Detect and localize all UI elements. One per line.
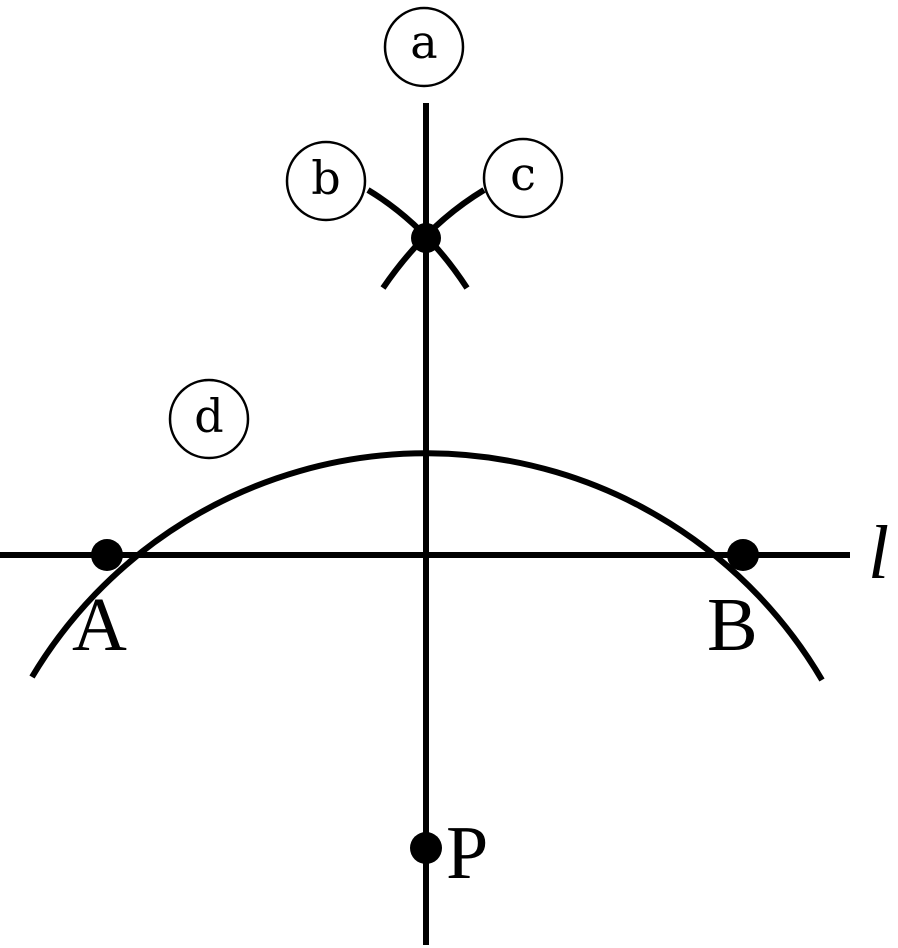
line-l-label: l: [868, 511, 889, 595]
arc-d: [29, 450, 825, 682]
point-p-label: P: [446, 811, 488, 895]
intersection-point: [411, 223, 441, 253]
point-b-label: B: [707, 583, 758, 667]
point-p: [410, 832, 442, 864]
step-a-marker: a: [383, 6, 465, 88]
step-b-marker: b: [285, 140, 367, 222]
point-a: [91, 539, 123, 571]
step-c-label: c: [510, 147, 536, 201]
step-c-marker: c: [482, 137, 564, 219]
step-d-marker: d: [168, 378, 250, 460]
point-a-label: A: [72, 583, 127, 667]
step-d-label: d: [194, 389, 223, 443]
point-b: [727, 539, 759, 571]
step-b-label: b: [311, 151, 340, 205]
step-a-label: a: [410, 15, 437, 69]
